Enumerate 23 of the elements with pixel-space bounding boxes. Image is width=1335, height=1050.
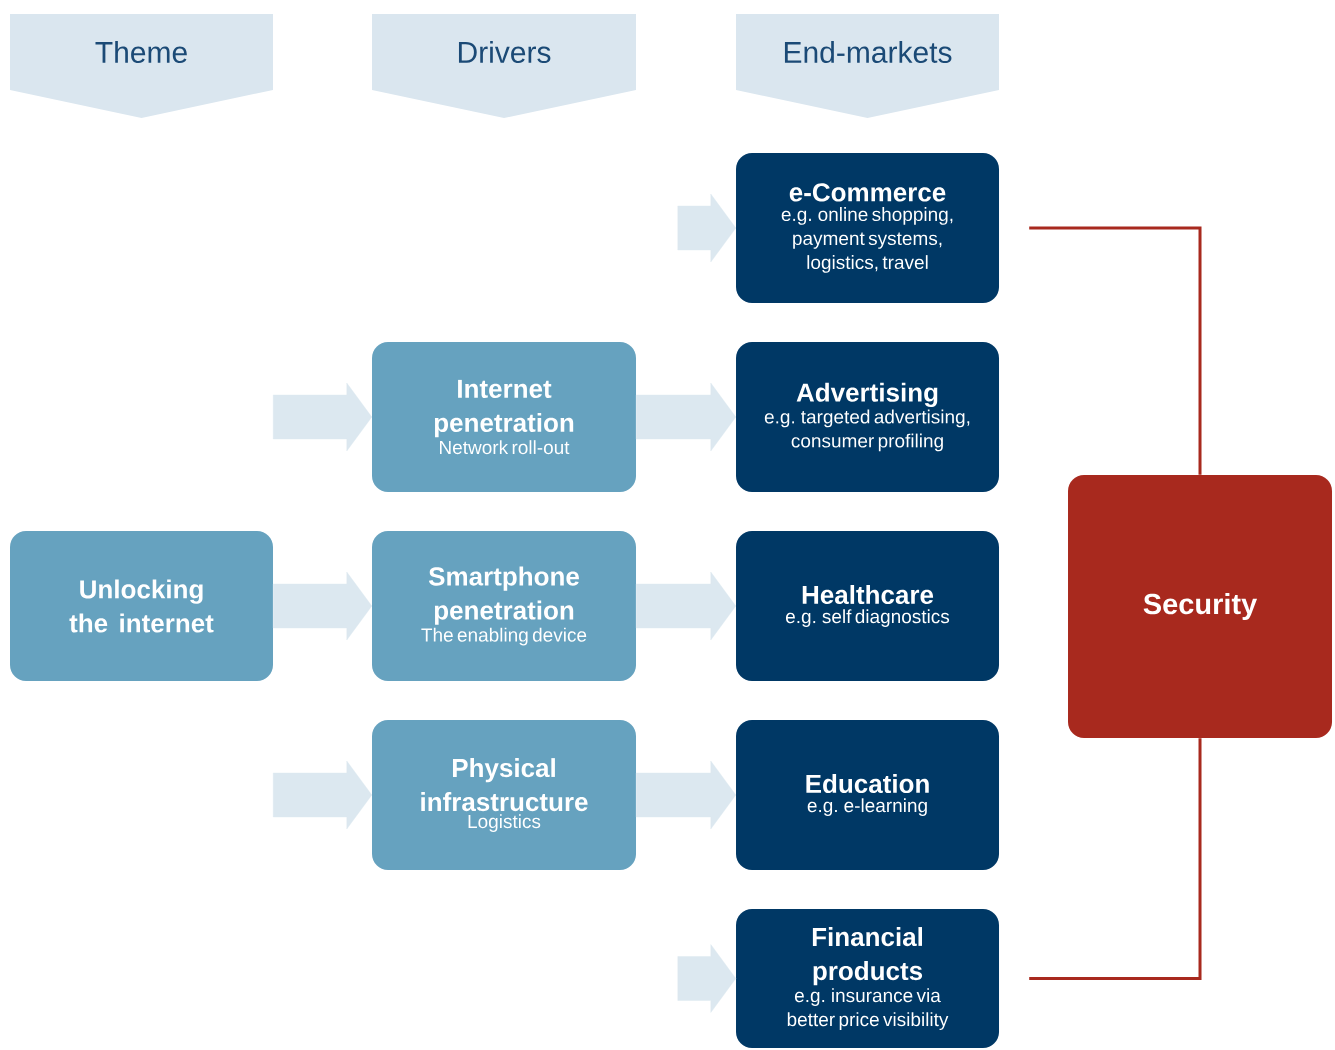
market-box: Advertising e.g. targeted advertising, consumer profiling xyxy=(736,342,999,492)
market-box: Financial products e.g. insurance via better price visibility xyxy=(736,909,999,1048)
block-arrow xyxy=(273,760,372,830)
block-arrow xyxy=(636,382,736,452)
block-arrow xyxy=(636,571,736,641)
block-arrow xyxy=(273,382,372,452)
driver-box: Internet penetration Network roll-out xyxy=(372,342,636,492)
theme-box: Unlocking the internet xyxy=(10,531,273,681)
market-box: e-Commerce e.g. online shopping, payment systems, logistics, travel xyxy=(736,153,999,303)
block-arrow xyxy=(677,944,736,1013)
market-box: Healthcare e.g. self diagnostics xyxy=(736,531,999,681)
driver-box: Physical infrastructure Logistics xyxy=(372,720,636,870)
driver-box: Smartphone penetration The enabling device xyxy=(372,531,636,681)
block-arrow xyxy=(273,571,372,641)
header-chevron: Theme xyxy=(10,14,273,118)
block-arrow xyxy=(677,193,736,263)
header-chevron: End-markets xyxy=(736,14,999,118)
market-box: Education e.g. e-learning xyxy=(736,720,999,870)
security-box: Security xyxy=(1068,475,1332,738)
connector-line xyxy=(1029,738,1202,980)
header-chevron: Drivers xyxy=(372,14,636,118)
block-arrow xyxy=(636,760,736,830)
connector-line xyxy=(1029,226,1202,475)
